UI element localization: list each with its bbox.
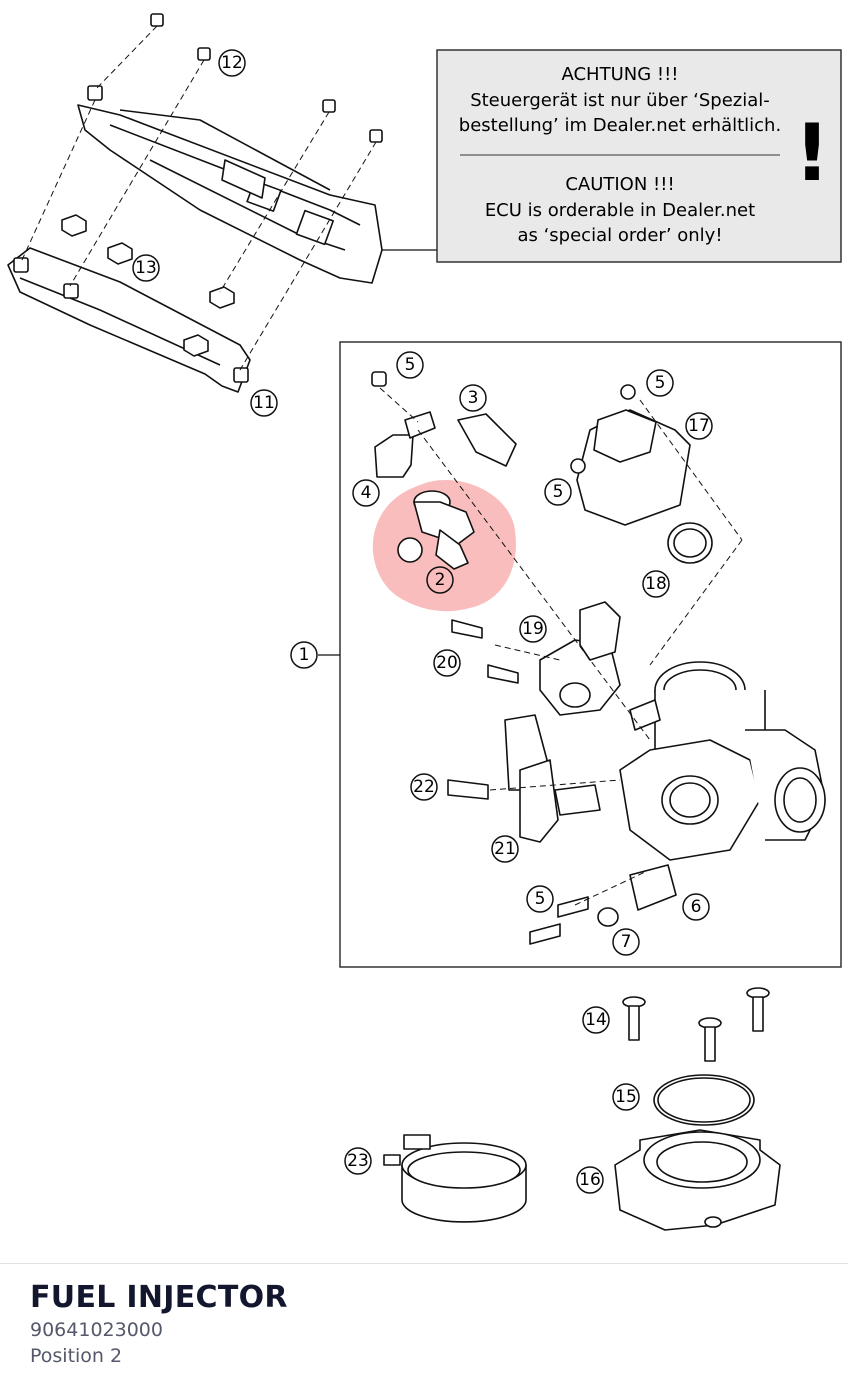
svg-text:13: 13 xyxy=(135,258,157,278)
part-14-screws[interactable] xyxy=(622,987,770,1062)
callout-7[interactable]: 7 xyxy=(612,928,640,956)
part-3-clip[interactable] xyxy=(457,413,517,467)
ecu-assembly[interactable] xyxy=(7,13,383,393)
svg-text:22: 22 xyxy=(413,777,435,797)
svg-text:5: 5 xyxy=(553,482,564,502)
part-19-sensor[interactable] xyxy=(539,601,621,716)
callout-15[interactable]: 15 xyxy=(612,1083,640,1111)
part-17-actuator[interactable] xyxy=(576,409,691,526)
part-number: 90641023000 xyxy=(30,1319,163,1341)
svg-text:11: 11 xyxy=(253,393,275,413)
svg-text:4: 4 xyxy=(361,483,372,503)
svg-text:12: 12 xyxy=(221,53,243,73)
warning-de-line1: Steuergerät ist nur über ‘Spezial- xyxy=(470,90,770,111)
callout-5-d[interactable]: 5 xyxy=(526,885,554,913)
callout-6[interactable]: 6 xyxy=(682,893,710,921)
svg-text:23: 23 xyxy=(347,1151,369,1171)
throttle-leader-lines xyxy=(379,387,743,906)
callout-13[interactable]: 13 xyxy=(132,254,160,282)
throttle-body-parts xyxy=(371,371,826,945)
svg-text:3: 3 xyxy=(468,388,479,408)
part-6-bracket[interactable] xyxy=(629,864,677,911)
exclamation-icon: ! xyxy=(794,109,830,199)
fuel-injector[interactable] xyxy=(397,490,475,570)
svg-text:7: 7 xyxy=(621,932,632,952)
warning-en-line2: as ‘special order’ only! xyxy=(517,225,722,246)
callout-5-c[interactable]: 5 xyxy=(544,478,572,506)
ecu-warning-box: ACHTUNG !!! Steuergerät ist nur über ‘Sp… xyxy=(436,49,842,263)
callout-12[interactable]: 12 xyxy=(218,49,246,77)
warning-en-title: CAUTION !!! xyxy=(565,174,674,195)
callout-20[interactable]: 20 xyxy=(433,649,461,677)
svg-text:16: 16 xyxy=(579,1170,601,1190)
lower-parts xyxy=(383,987,781,1231)
svg-text:20: 20 xyxy=(436,653,458,673)
svg-text:5: 5 xyxy=(405,355,416,375)
callout-11[interactable]: 11 xyxy=(250,389,278,417)
part-position: Position 2 xyxy=(30,1345,123,1367)
callout-4[interactable]: 4 xyxy=(352,479,380,507)
selected-part-info-panel: FUEL INJECTOR 90641023000 Position 2 xyxy=(0,1263,848,1391)
part-16-intake-flange[interactable] xyxy=(614,1129,781,1231)
callout-18[interactable]: 18 xyxy=(642,570,670,598)
part-21-sensor[interactable] xyxy=(504,714,601,843)
part-4-holder[interactable] xyxy=(374,434,414,478)
svg-text:1: 1 xyxy=(299,645,310,665)
exploded-parts-diagram: ACHTUNG !!! Steuergerät ist nur über ‘Sp… xyxy=(7,13,842,1231)
warning-de-title: ACHTUNG !!! xyxy=(561,64,678,85)
svg-text:6: 6 xyxy=(691,897,702,917)
callout-3[interactable]: 3 xyxy=(459,384,487,412)
svg-text:17: 17 xyxy=(688,416,710,436)
svg-text:5: 5 xyxy=(535,889,546,909)
callout-23[interactable]: 23 xyxy=(344,1147,372,1175)
svg-text:2: 2 xyxy=(435,570,446,590)
svg-text:14: 14 xyxy=(585,1010,607,1030)
callout-19[interactable]: 19 xyxy=(519,615,547,643)
part-title: FUEL INJECTOR xyxy=(30,1280,288,1315)
svg-text:21: 21 xyxy=(494,839,516,859)
ecu-leader-lines xyxy=(21,25,377,371)
warning-de-line2: bestellung’ im Dealer.net erhältlich. xyxy=(459,115,781,136)
part-23-clamp[interactable] xyxy=(383,1134,527,1223)
callout-1[interactable]: 1 xyxy=(290,641,318,669)
callout-16[interactable]: 16 xyxy=(576,1166,604,1194)
part-7-cap[interactable] xyxy=(597,907,619,927)
callout-2[interactable]: 2 xyxy=(426,566,454,594)
callout-17[interactable]: 17 xyxy=(685,412,713,440)
callout-22[interactable]: 22 xyxy=(410,773,438,801)
svg-text:15: 15 xyxy=(615,1087,637,1107)
svg-text:18: 18 xyxy=(645,574,667,594)
callout-21[interactable]: 21 xyxy=(491,835,519,863)
callout-14[interactable]: 14 xyxy=(582,1006,610,1034)
callout-5-a[interactable]: 5 xyxy=(396,351,424,379)
callout-labels: 1 2 3 4 5 5 5 5 6 7 11 12 13 14 15 16 17… xyxy=(132,49,713,1194)
svg-text:19: 19 xyxy=(522,619,544,639)
warning-en-line1: ECU is orderable in Dealer.net xyxy=(485,200,755,221)
svg-text:5: 5 xyxy=(655,373,666,393)
callout-5-b[interactable]: 5 xyxy=(646,369,674,397)
throttle-body-main[interactable] xyxy=(619,661,826,861)
